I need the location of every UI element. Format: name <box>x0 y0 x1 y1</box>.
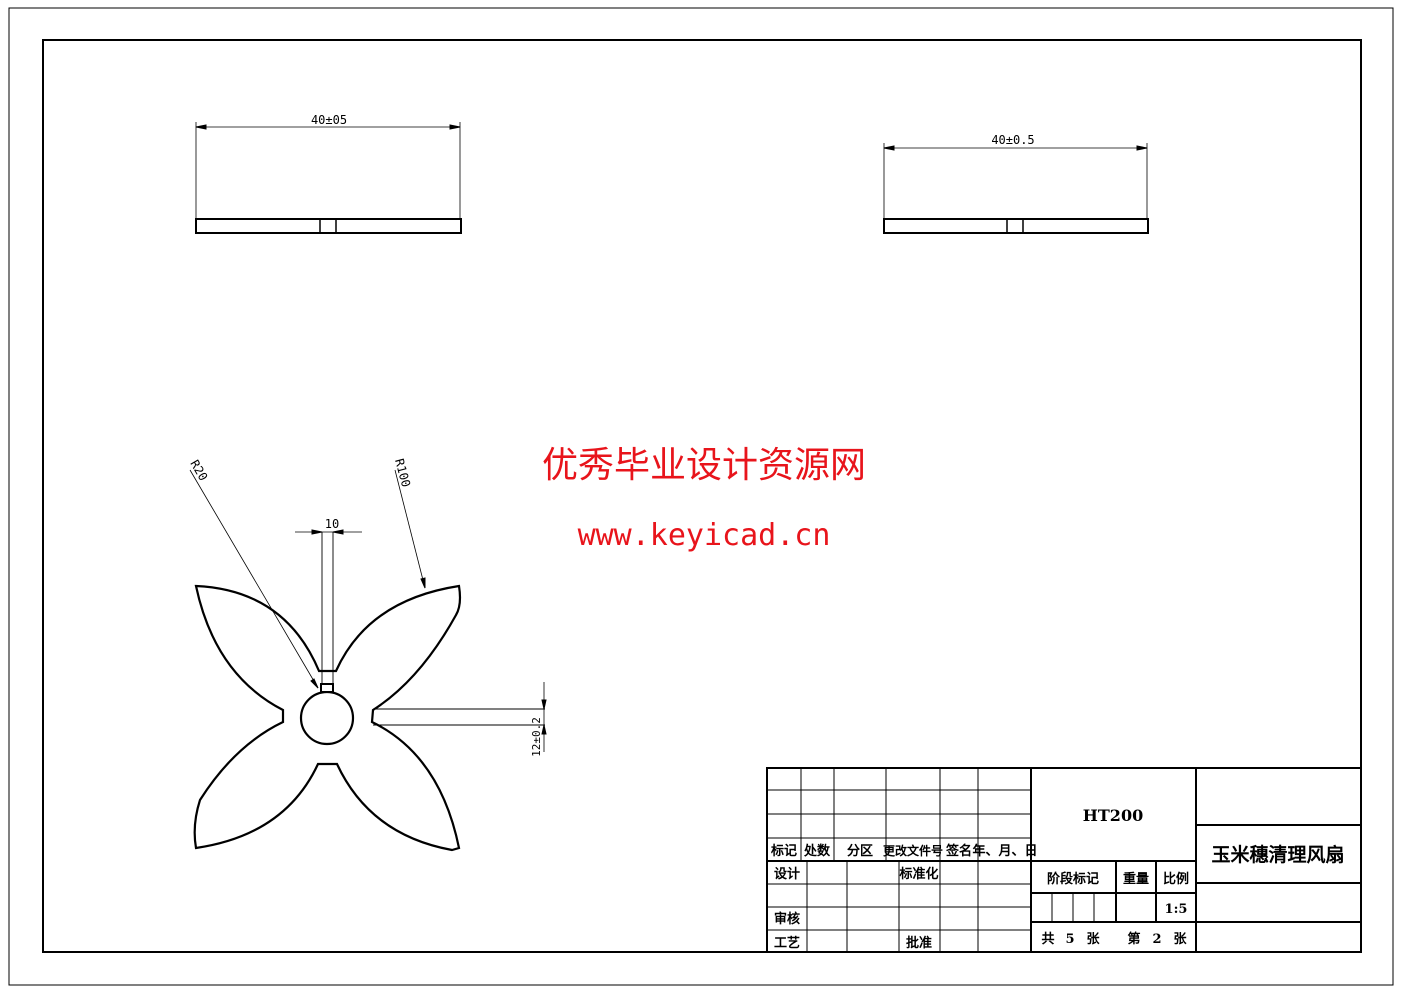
label-total: 共 <box>1041 931 1054 947</box>
material: HT200 <box>1083 806 1143 825</box>
sheet-number: 2 <box>1152 932 1161 947</box>
header-count: 处数 <box>803 843 831 859</box>
slot-dimension-label: 12±0.2 <box>530 717 543 757</box>
header-zone: 分区 <box>847 843 873 859</box>
scale-value: 1:5 <box>1165 902 1188 917</box>
dimension-width-right: 40±0.5 <box>991 133 1034 147</box>
label-sheet: 第 <box>1127 931 1140 947</box>
label-review: 审核 <box>774 911 800 927</box>
label-stage-mark: 阶段标记 <box>1047 871 1099 887</box>
keyway-width-label: 10 <box>325 517 339 531</box>
outer-border <box>8 7 1394 986</box>
watermark-url: www.keyicad.cn <box>578 518 831 553</box>
header-signature: 签名 <box>945 843 972 859</box>
watermark-title: 优秀毕业设计资源网 <box>542 445 866 486</box>
radius-r20-label: R20 <box>187 458 210 484</box>
label-standardization: 标准化 <box>898 866 938 882</box>
label-scale: 比例 <box>1163 871 1189 887</box>
dimension-width-left: 40±05 <box>311 113 347 127</box>
fan-front-view <box>189 469 547 852</box>
inner-frame <box>42 39 1362 953</box>
label-design: 设计 <box>774 866 800 882</box>
top-view-right <box>883 143 1149 234</box>
radius-r100-label: R100 <box>392 457 413 489</box>
part-name: 玉米穗清理风扇 <box>1211 843 1344 866</box>
header-date: 年、月、日 <box>972 843 1037 859</box>
label-weight: 重量 <box>1123 871 1149 887</box>
title-block <box>766 767 1362 953</box>
label-sheet-unit: 张 <box>1086 932 1100 947</box>
total-sheets: 5 <box>1065 932 1074 947</box>
label-approve: 批准 <box>906 935 932 951</box>
header-mark: 标记 <box>770 843 797 859</box>
top-view-left <box>195 122 462 234</box>
label-process: 工艺 <box>774 935 800 951</box>
label-sheet-unit-2: 张 <box>1173 932 1187 947</box>
header-change-doc: 更改文件号 <box>883 843 943 858</box>
